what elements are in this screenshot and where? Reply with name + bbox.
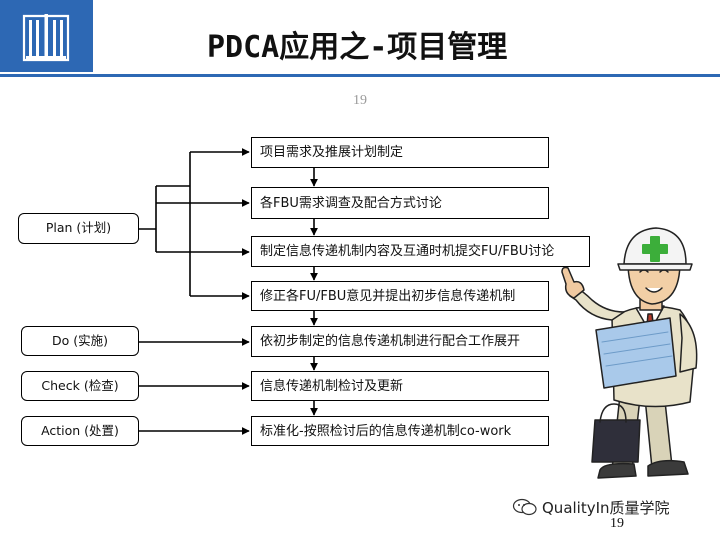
phase-plan: Plan (计划)	[18, 213, 139, 244]
logo-icon	[22, 14, 70, 62]
watermark: QualityIn质量学院	[512, 497, 670, 518]
page-title: PDCA应用之-项目管理	[207, 30, 508, 65]
step-6: 信息传递机制检讨及更新	[251, 371, 549, 401]
company-logo	[0, 0, 93, 72]
page-number-top: 19	[353, 93, 367, 108]
step-5: 依初步制定的信息传递机制进行配合工作展开	[251, 326, 549, 357]
phase-do: Do (实施)	[21, 326, 139, 356]
header-divider	[0, 74, 720, 77]
phase-action: Action (处置)	[21, 416, 139, 446]
step-1: 项目需求及推展计划制定	[251, 137, 549, 168]
watermark-text: QualityIn质量学院	[542, 499, 670, 517]
step-2: 各FBU需求调查及配合方式讨论	[251, 187, 549, 219]
step-3: 制定信息传递机制内容及互通时机提交FU/FBU讨论	[251, 236, 590, 267]
wechat-icon	[512, 498, 537, 516]
step-7: 标准化-按照检讨后的信息传递机制co-work	[251, 416, 549, 446]
step-4: 修正各FU/FBU意见并提出初步信息传递机制	[251, 281, 549, 311]
page-number-bottom: 19	[610, 516, 624, 531]
phase-check: Check (检查)	[21, 371, 139, 401]
